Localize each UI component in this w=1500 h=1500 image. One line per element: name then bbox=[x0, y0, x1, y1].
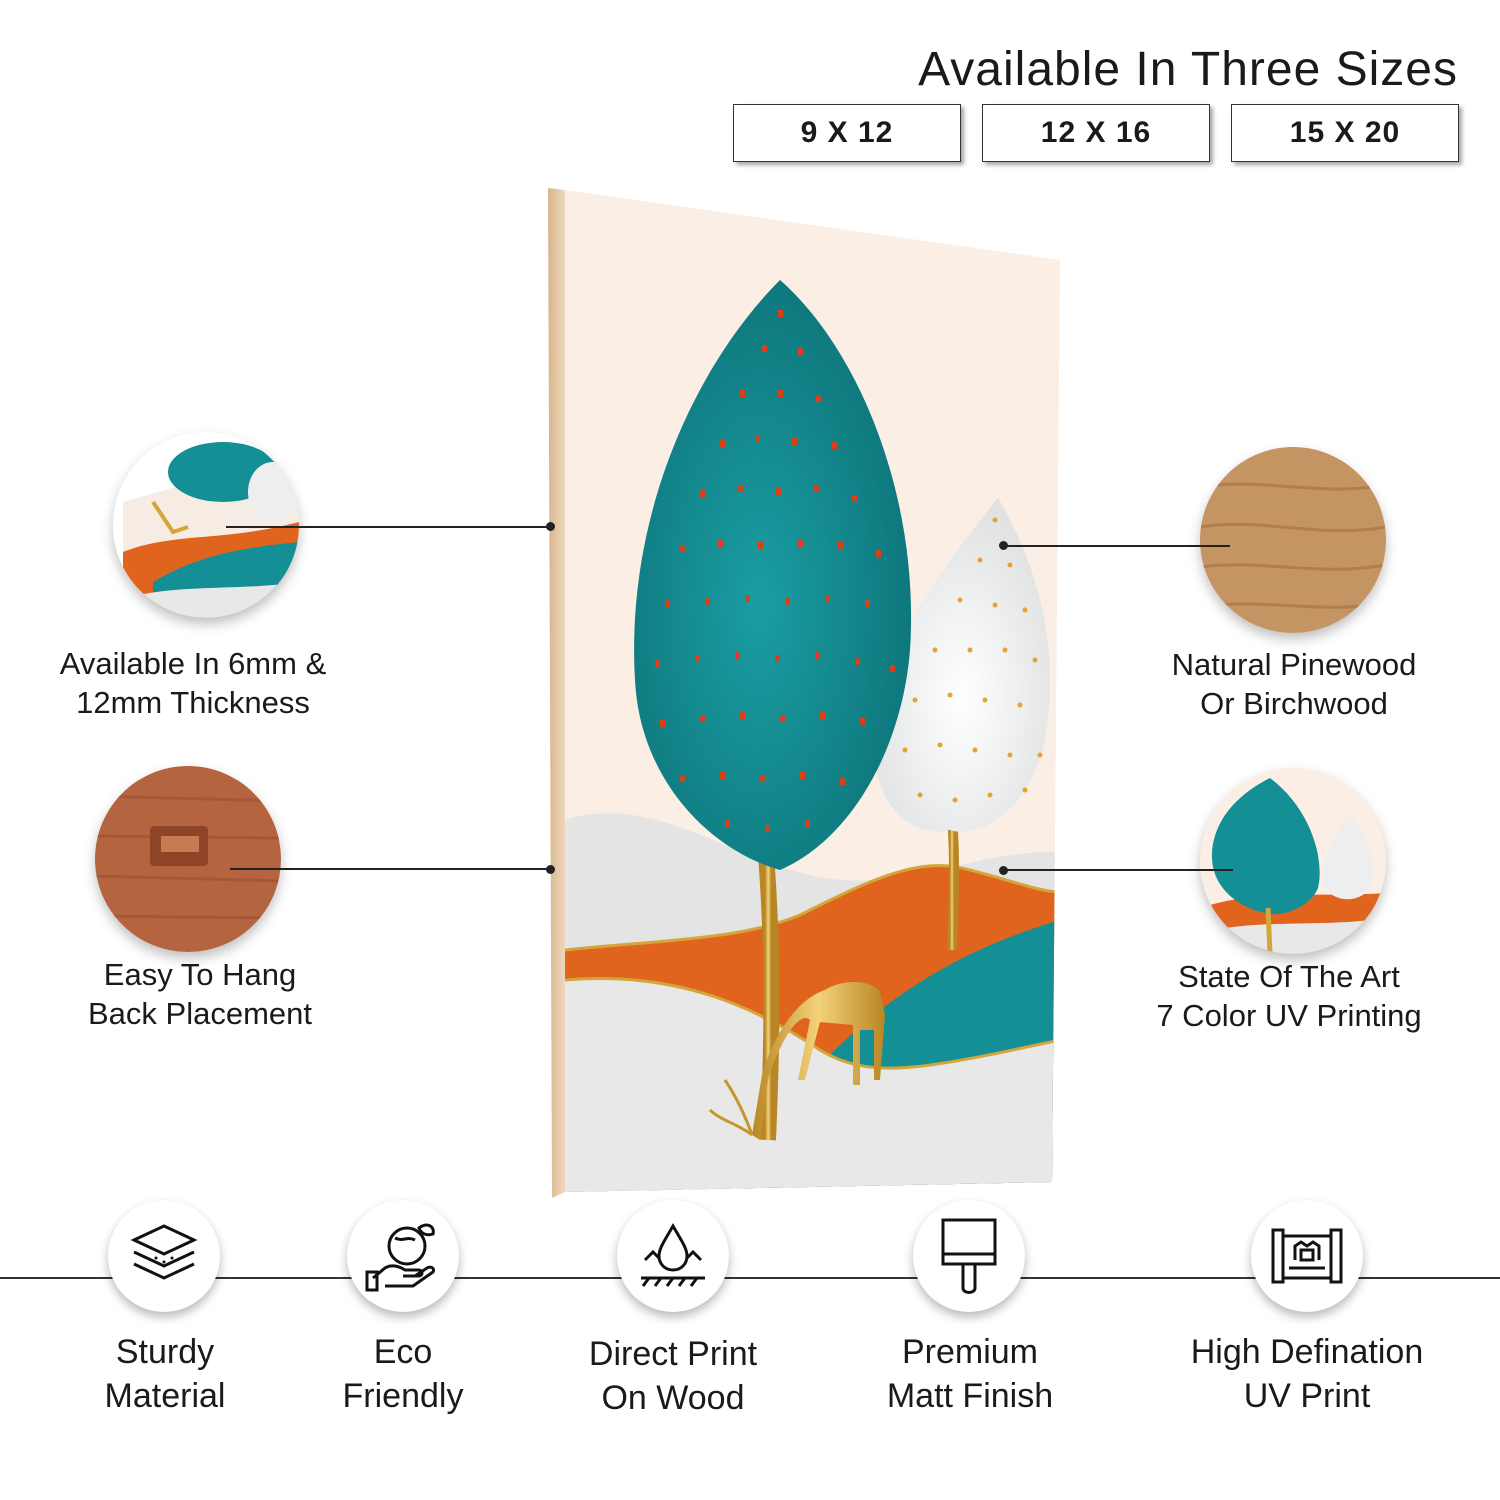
matt-finish-label: Premium Matt Finish bbox=[886, 1333, 1054, 1415]
matt-finish-badge bbox=[913, 1200, 1025, 1312]
sturdy-material-badge bbox=[108, 1200, 220, 1312]
wood-circle-image bbox=[1200, 447, 1386, 633]
thickness-circle-image bbox=[113, 432, 299, 618]
thickness-leader-line bbox=[226, 526, 551, 528]
layers-icon bbox=[130, 1224, 198, 1280]
thickness-label: Available In 6mm & 12mm Thickness bbox=[59, 646, 327, 720]
eco-friendly-label: Eco Friendly bbox=[342, 1333, 464, 1415]
size-option-9x12[interactable]: 9 X 12 bbox=[733, 104, 961, 162]
eco-hand-globe-icon bbox=[365, 1223, 435, 1292]
badges-divider-line bbox=[0, 1277, 1500, 1279]
hang-label: Easy To Hang Back Placement bbox=[88, 957, 312, 1031]
eco-friendly-badge bbox=[347, 1200, 459, 1312]
hang-leader-dot bbox=[546, 865, 555, 874]
uv-printer-icon bbox=[1271, 1228, 1343, 1284]
sturdy-material-label: Sturdy Material bbox=[104, 1333, 226, 1415]
product-artwork-panel bbox=[548, 188, 1060, 1198]
hang-leader-line bbox=[230, 868, 552, 870]
printing-leader-line bbox=[1005, 869, 1233, 871]
uv-print-badge bbox=[1251, 1200, 1363, 1312]
wood-label: Natural Pinewood Or Birchwood bbox=[1171, 647, 1417, 721]
printing-label: State Of The Art 7 Color UV Printing bbox=[1156, 959, 1422, 1033]
water-drop-icon bbox=[641, 1222, 705, 1287]
direct-print-label: Direct Print On Wood bbox=[588, 1335, 758, 1417]
hang-circle-image bbox=[95, 766, 281, 952]
thickness-leader-dot bbox=[546, 522, 555, 531]
uv-print-label: High Defination UV Print bbox=[1190, 1333, 1424, 1415]
printing-leader-dot bbox=[999, 866, 1008, 875]
direct-print-badge bbox=[617, 1200, 729, 1312]
size-option-12x16[interactable]: 12 X 16 bbox=[982, 104, 1210, 162]
sizes-heading: Available In Three Sizes bbox=[918, 43, 1458, 96]
paint-brush-icon bbox=[941, 1218, 997, 1294]
wood-leader-line bbox=[1005, 545, 1230, 547]
size-option-15x20[interactable]: 15 X 20 bbox=[1231, 104, 1459, 162]
wood-leader-dot bbox=[999, 541, 1008, 550]
printing-circle-image bbox=[1200, 768, 1386, 954]
